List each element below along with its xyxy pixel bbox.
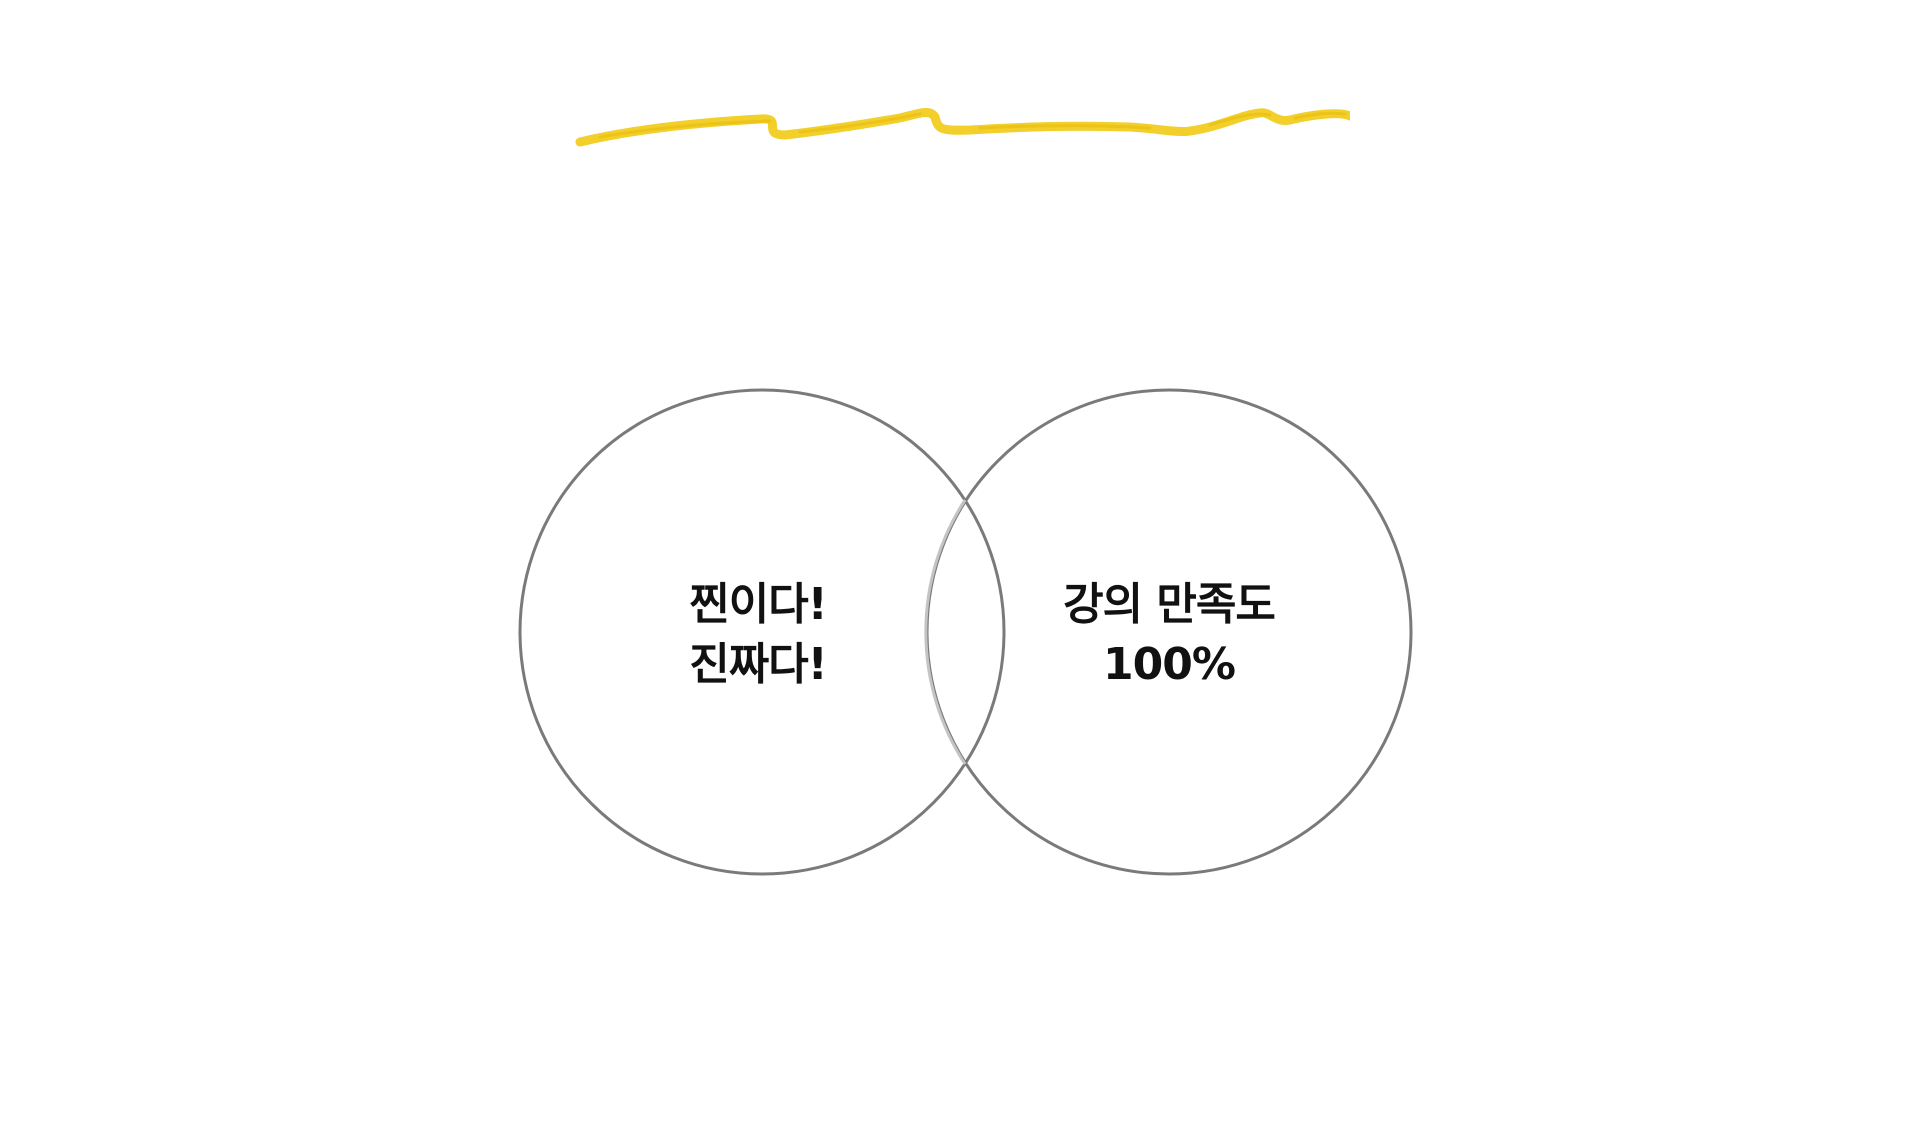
venn-label-left: 찐이다! 진짜다! xyxy=(578,575,938,695)
venn-circle-left xyxy=(518,388,1006,876)
venn-label-left-line2: 진짜다! xyxy=(689,639,828,690)
venn-label-right: 강의 만족도 100% xyxy=(989,575,1349,695)
venn-label-right-line2: 100% xyxy=(1103,639,1236,690)
venn-overlap-arc xyxy=(924,499,967,765)
brush-stroke-texture xyxy=(598,111,1347,139)
brush-stroke-decoration xyxy=(575,107,1350,147)
venn-label-left-line1: 찐이다! xyxy=(689,579,828,630)
venn-label-right-line1: 강의 만족도 xyxy=(1063,579,1276,630)
